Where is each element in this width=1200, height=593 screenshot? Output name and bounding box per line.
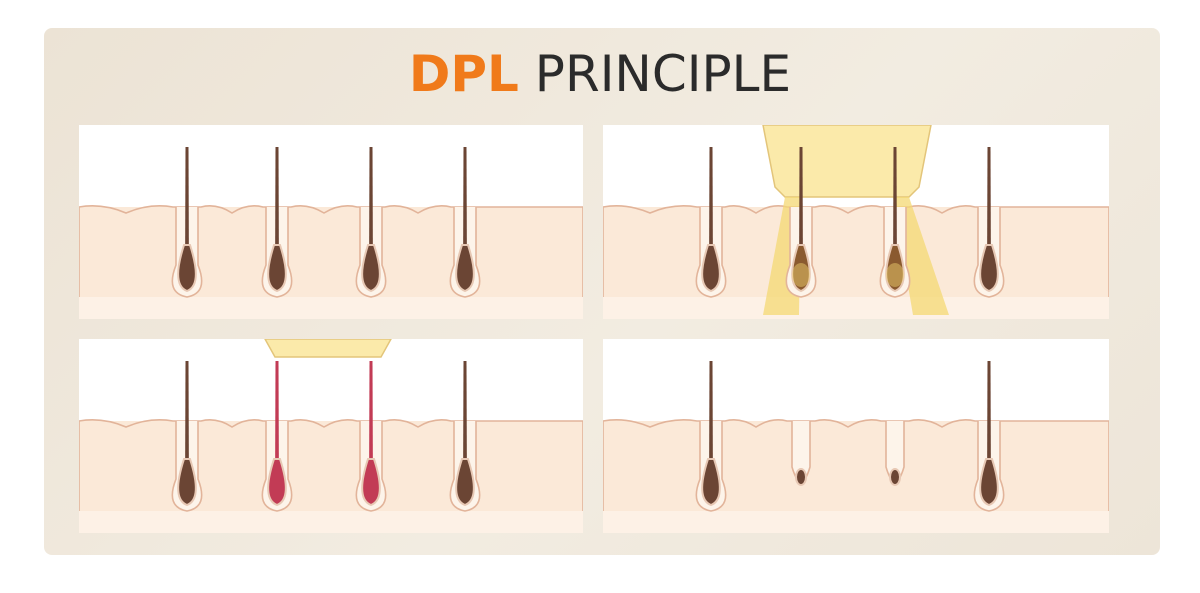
hair-follicle [879, 147, 911, 298]
hair-bulb [455, 458, 475, 507]
hair-bulb [267, 244, 287, 293]
stage-svg [603, 125, 1109, 319]
hair-follicle [261, 147, 293, 298]
light-head [264, 339, 392, 358]
hair-follicle [695, 361, 727, 512]
hair-bulb [885, 244, 905, 293]
dermis-base [603, 511, 1109, 533]
hair-bulb [791, 244, 811, 293]
hair-follicle [973, 147, 1005, 298]
hair-bulb [979, 244, 999, 293]
light-beam-right [893, 197, 949, 315]
hair-follicle [171, 361, 203, 512]
hair-follicle [171, 147, 203, 298]
hair-follicle [355, 147, 387, 298]
hair-follicle [449, 147, 481, 298]
hair-follicle [449, 361, 481, 512]
hair-bulb [267, 458, 287, 507]
hair-bulb [455, 244, 475, 293]
light-head [762, 125, 932, 198]
hair-bulb [177, 458, 197, 507]
title-highlight: DPL [408, 45, 519, 103]
hair-bulb [795, 468, 807, 486]
stage-panel-before [79, 125, 583, 319]
stage-svg [79, 339, 583, 533]
hair-follicle [355, 361, 387, 512]
hair-bulb [361, 244, 381, 293]
hair-bulb [361, 458, 381, 507]
dermis-base [79, 511, 583, 533]
heat-glow [792, 263, 810, 287]
hair-follicle [885, 421, 905, 486]
hair-bulb [701, 244, 721, 293]
dermis-base [603, 297, 1109, 319]
hair-follicle [261, 361, 293, 512]
stage-svg [603, 361, 1109, 533]
page-title: DPL PRINCIPLE [0, 44, 1200, 104]
stage-panel-irradiation [603, 125, 1109, 319]
title-rest: PRINCIPLE [534, 45, 792, 103]
hair-bulb [177, 244, 197, 293]
dermis-base [79, 297, 583, 319]
hair-follicle [785, 147, 817, 298]
hair-follicle [791, 421, 811, 486]
hair-bulb [979, 458, 999, 507]
heat-glow [886, 263, 904, 287]
hair-bulb [701, 458, 721, 507]
stage-panel-after [603, 339, 1109, 533]
stage-panel-absorption [79, 339, 583, 533]
stage-svg [79, 147, 583, 319]
hair-follicle [695, 147, 727, 298]
hair-follicle [973, 361, 1005, 512]
hair-bulb [889, 468, 901, 486]
